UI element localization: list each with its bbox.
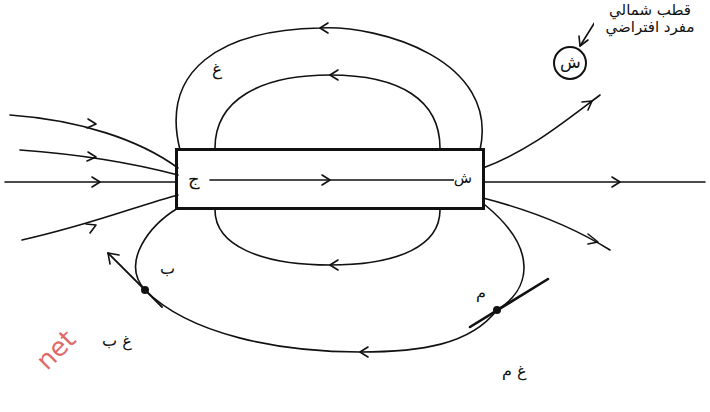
point-letter: ب — [158, 260, 177, 278]
arrow-head — [588, 234, 598, 244]
field-line — [483, 198, 610, 250]
point-letter: م — [474, 284, 488, 302]
arrow-head — [87, 152, 96, 161]
arrow-head — [320, 23, 328, 33]
pole-letter: ش — [560, 53, 581, 73]
arrow-head — [579, 36, 588, 46]
arrow-head — [330, 70, 338, 80]
arrow-head — [86, 224, 96, 233]
point-dot — [141, 286, 149, 294]
field-letter: غ — [210, 60, 224, 80]
inner-field-line — [210, 179, 455, 181]
tangent-line — [470, 279, 548, 327]
field-line — [22, 195, 178, 240]
tangent-line — [108, 253, 162, 307]
arrow-head — [92, 177, 100, 187]
arrow-head — [87, 119, 96, 128]
point-dot — [493, 306, 501, 314]
field-letter: غ م — [500, 362, 529, 380]
callout-note: قطب شمالي مفرد افتراضي — [594, 2, 706, 37]
field-letter: غ ب — [100, 332, 134, 350]
pole-letter: ج — [188, 169, 200, 190]
pole-letter: ش — [454, 170, 472, 187]
field-line — [136, 205, 524, 352]
field-line — [215, 75, 440, 148]
field-line — [5, 181, 175, 183]
arrow-head — [330, 260, 338, 270]
field-line — [485, 181, 705, 183]
monopole-circle: ش — [553, 46, 587, 80]
arrow-head — [612, 177, 620, 187]
arrow-head — [108, 253, 119, 264]
watermark: net — [29, 323, 83, 377]
field-line — [176, 28, 482, 150]
field-line — [483, 95, 600, 168]
arrow-head — [582, 101, 592, 110]
arrow-head — [322, 175, 330, 185]
field-line — [10, 115, 178, 168]
arrow-head — [360, 347, 368, 357]
field-line — [20, 150, 178, 175]
bar-magnet: جش — [175, 148, 485, 210]
field-line — [215, 210, 440, 265]
